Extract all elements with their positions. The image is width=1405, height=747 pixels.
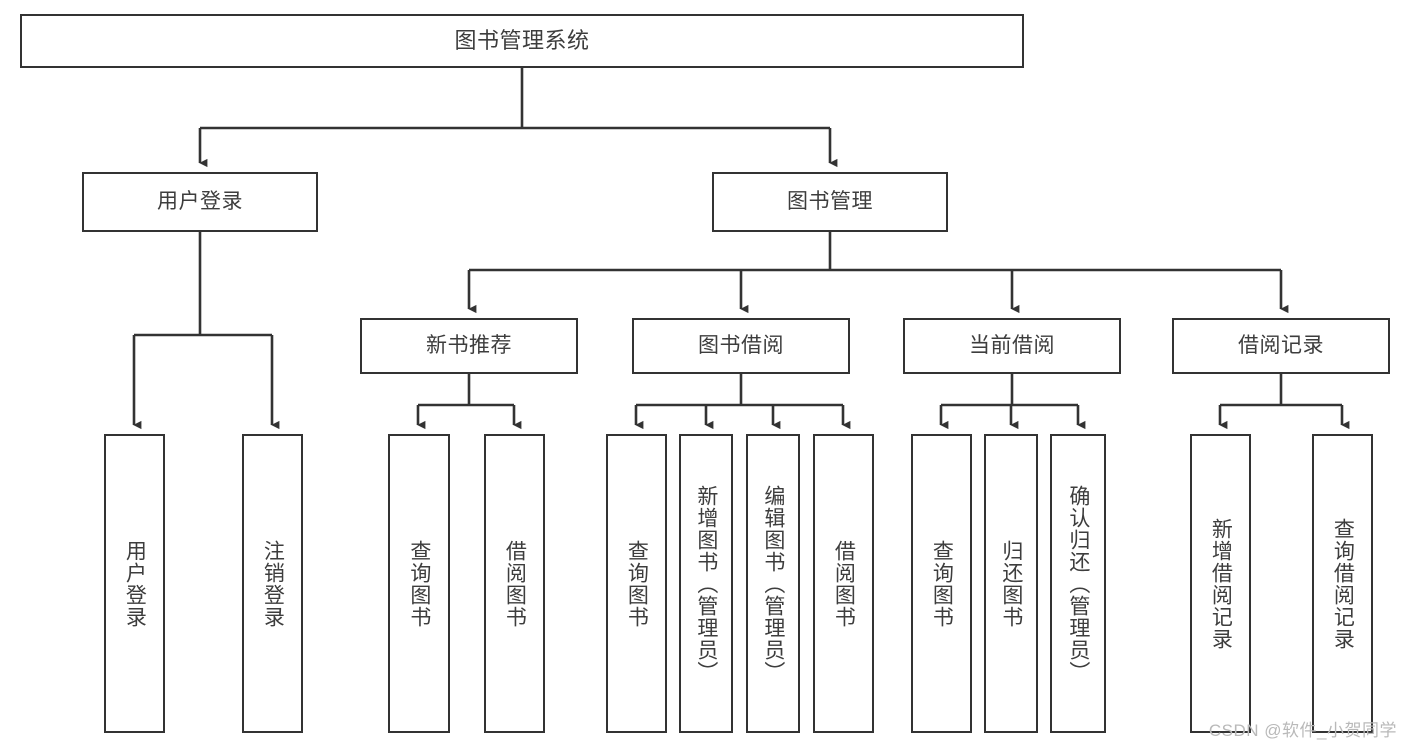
node-leaf-return-book-label: 归还图书 bbox=[999, 539, 1023, 628]
node-book-manage-label: 图书管理 bbox=[787, 189, 873, 213]
node-leaf-borrow-book-2-label: 借阅图书 bbox=[832, 539, 856, 628]
node-leaf-logout-label: 注销登录 bbox=[261, 539, 285, 628]
watermark: CSDN @软件_小贺同学 bbox=[1208, 721, 1397, 740]
node-leaf-query-book-2[interactable]: 查询图书 bbox=[606, 434, 667, 733]
node-leaf-add-record[interactable]: 新增借阅记录 bbox=[1190, 434, 1251, 733]
node-borrow-record-label: 借阅记录 bbox=[1238, 333, 1324, 357]
node-user-login-label: 用户登录 bbox=[157, 189, 243, 213]
node-root[interactable]: 图书管理系统 bbox=[20, 14, 1024, 68]
node-book-borrow-label: 图书借阅 bbox=[698, 333, 784, 357]
node-leaf-confirm-return[interactable]: 确认归还（管理员） bbox=[1050, 434, 1106, 733]
node-current-borrow[interactable]: 当前借阅 bbox=[903, 318, 1121, 374]
node-current-borrow-label: 当前借阅 bbox=[969, 333, 1055, 357]
node-leaf-add-record-label: 新增借阅记录 bbox=[1209, 517, 1233, 650]
node-leaf-borrow-book-2[interactable]: 借阅图书 bbox=[813, 434, 874, 733]
node-new-book-recommend-label: 新书推荐 bbox=[426, 333, 512, 357]
node-borrow-record[interactable]: 借阅记录 bbox=[1172, 318, 1390, 374]
node-leaf-query-book-1-label: 查询图书 bbox=[407, 539, 431, 628]
node-leaf-query-book-3[interactable]: 查询图书 bbox=[911, 434, 972, 733]
node-leaf-query-record[interactable]: 查询借阅记录 bbox=[1312, 434, 1373, 733]
node-user-login[interactable]: 用户登录 bbox=[82, 172, 318, 232]
node-leaf-return-book[interactable]: 归还图书 bbox=[984, 434, 1038, 733]
node-leaf-query-book-1[interactable]: 查询图书 bbox=[388, 434, 450, 733]
node-leaf-user-login-label: 用户登录 bbox=[123, 539, 147, 628]
node-leaf-add-book-label: 新增图书（管理员） bbox=[694, 484, 718, 683]
node-leaf-logout[interactable]: 注销登录 bbox=[242, 434, 303, 733]
node-leaf-query-book-2-label: 查询图书 bbox=[625, 539, 649, 628]
node-leaf-edit-book-label: 编辑图书（管理员） bbox=[761, 484, 785, 683]
node-leaf-query-book-3-label: 查询图书 bbox=[930, 539, 954, 628]
node-book-borrow[interactable]: 图书借阅 bbox=[632, 318, 850, 374]
node-root-label: 图书管理系统 bbox=[454, 28, 590, 54]
node-leaf-edit-book[interactable]: 编辑图书（管理员） bbox=[746, 434, 800, 733]
node-leaf-confirm-return-label: 确认归还（管理员） bbox=[1066, 484, 1090, 683]
node-leaf-borrow-book-1-label: 借阅图书 bbox=[503, 539, 527, 628]
node-book-manage[interactable]: 图书管理 bbox=[712, 172, 948, 232]
node-new-book-recommend[interactable]: 新书推荐 bbox=[360, 318, 578, 374]
node-leaf-user-login[interactable]: 用户登录 bbox=[104, 434, 165, 733]
node-leaf-borrow-book-1[interactable]: 借阅图书 bbox=[484, 434, 545, 733]
node-leaf-add-book[interactable]: 新增图书（管理员） bbox=[679, 434, 733, 733]
node-leaf-query-record-label: 查询借阅记录 bbox=[1331, 517, 1355, 650]
